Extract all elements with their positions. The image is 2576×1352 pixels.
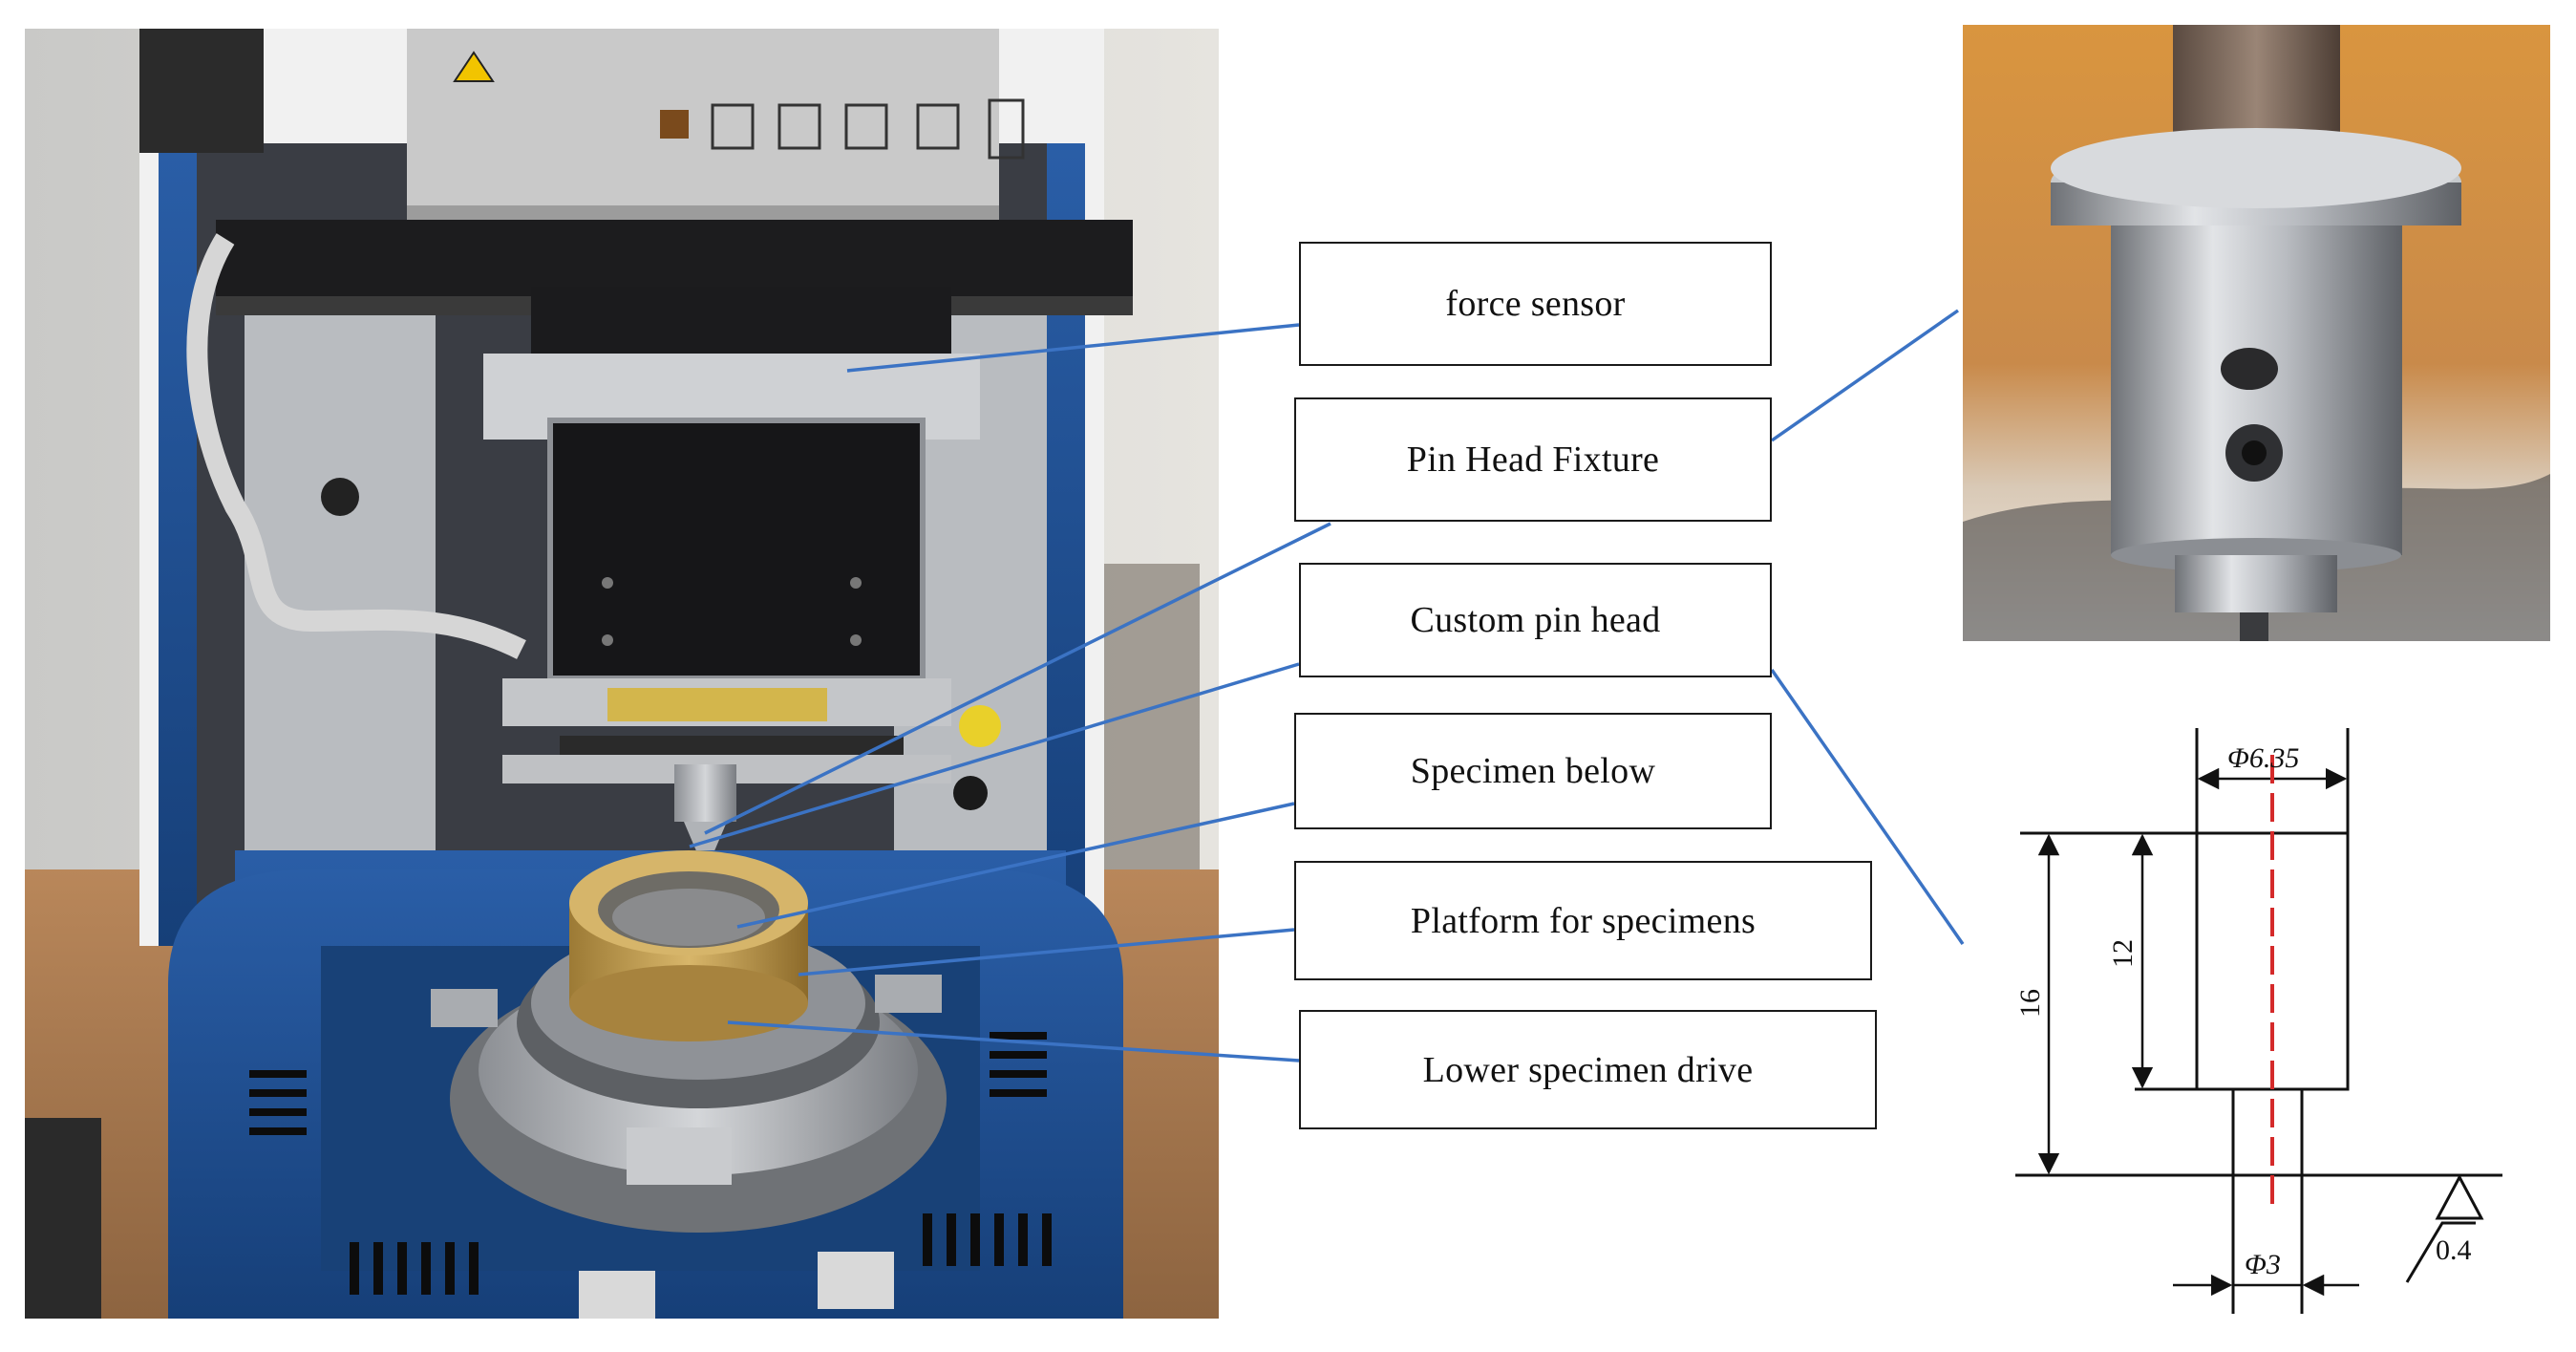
roughness-value-text: 0.4: [2436, 1234, 2472, 1266]
platform-for-specimens-label: Platform for specimens: [1294, 861, 1872, 980]
lower-specimen-drive-text: Lower specimen drive: [1422, 1049, 1754, 1090]
dim-bottom-diameter-text: Φ3: [2245, 1249, 2281, 1280]
dim-total-length-text: 16: [2014, 989, 2046, 1018]
custom-pin-head-label: Custom pin head: [1299, 563, 1772, 677]
platform-for-specimens-text: Platform for specimens: [1410, 900, 1756, 941]
surface-roughness-triangle-icon: [2405, 1173, 2484, 1283]
lower-specimen-drive-label: Lower specimen drive: [1299, 1010, 1877, 1129]
force-sensor-label: force sensor: [1299, 242, 1772, 366]
specimen-below-label: Specimen below: [1294, 713, 1772, 829]
force-sensor-text: force sensor: [1445, 284, 1626, 324]
pin-head-fixture-label: Pin Head Fixture: [1294, 397, 1772, 522]
specimen-below-text: Specimen below: [1410, 751, 1656, 791]
tribometer-machine-photo: [25, 29, 1219, 1319]
pin-head-fixture-photo: [1963, 25, 2550, 641]
leader-pin-head-fixture: [1770, 309, 1960, 442]
custom-pin-head-text: Custom pin head: [1410, 600, 1661, 640]
pin-head-fixture-text: Pin Head Fixture: [1406, 440, 1660, 480]
dim-top-diameter-text: Φ6.35: [2227, 742, 2299, 774]
pin-head-technical-drawing: Φ6.35 16 12 Φ3 0.4: [2014, 728, 2502, 1314]
dim-head-length-text: 12: [2107, 939, 2139, 968]
